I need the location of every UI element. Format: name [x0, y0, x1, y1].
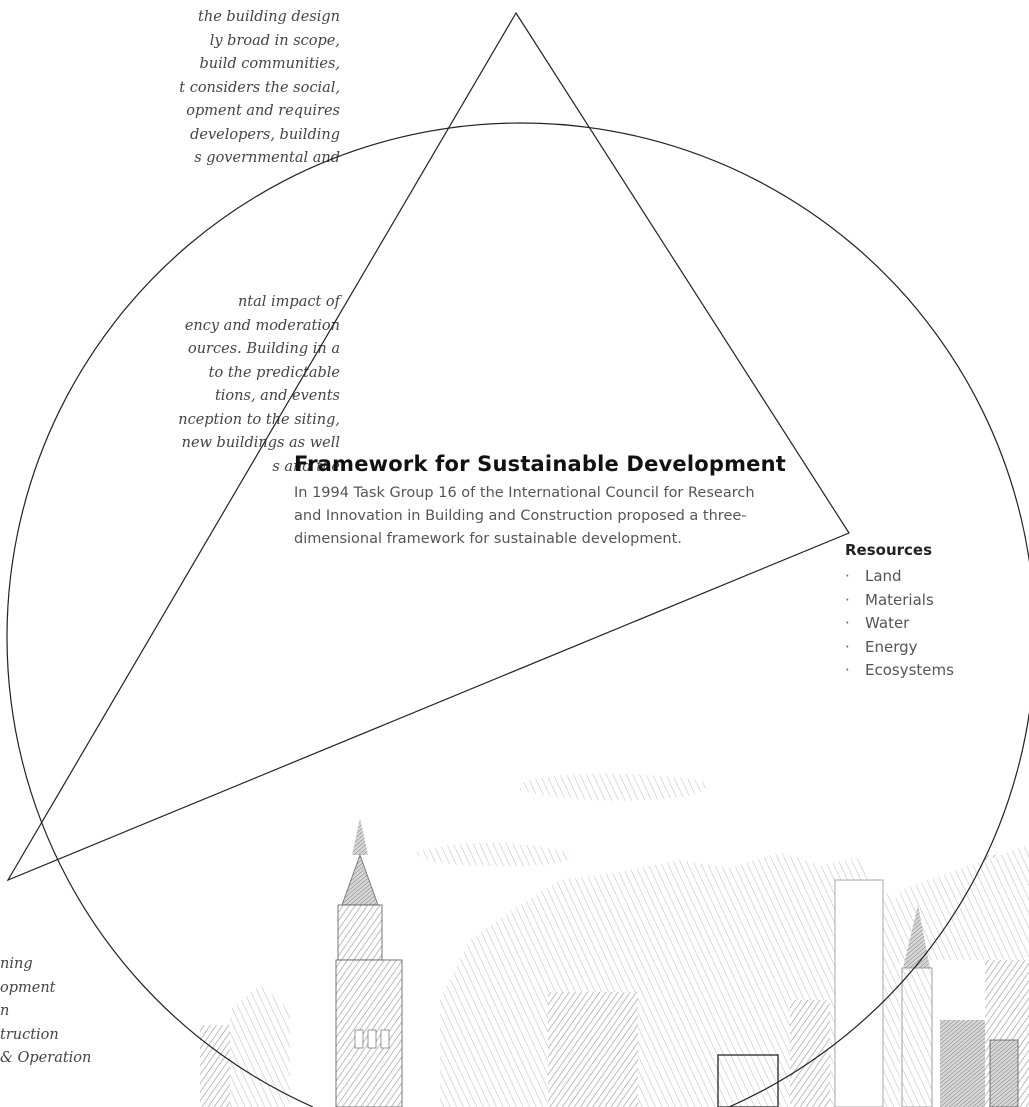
text-line: the building design — [198, 9, 340, 25]
resource-label: Land — [865, 567, 902, 585]
resource-item-energy: · Energy — [845, 636, 1015, 660]
text-line: developers, building — [190, 126, 340, 143]
description-line: In 1994 Task Group 16 of the Internation… — [294, 485, 755, 501]
bullet-icon: · — [845, 637, 850, 656]
list-item: opment — [0, 979, 56, 996]
bottom-left-list: ning opment n truction & Operation — [0, 953, 140, 1071]
resource-item-materials: · Materials — [845, 589, 1015, 613]
text-line: t considers the social, — [179, 79, 340, 96]
resource-item-water: · Water — [845, 612, 1015, 636]
text-line: ources. Building in a — [187, 341, 340, 357]
text-line: opment and requires — [186, 103, 340, 119]
resource-label: Water — [865, 614, 910, 632]
bullet-icon: · — [845, 614, 850, 632]
list-item: & Operation — [0, 1050, 92, 1066]
description-line: dimensional framework for sustainable de… — [294, 531, 682, 547]
resource-label: Materials — [865, 590, 934, 609]
list-item: ning — [0, 956, 33, 972]
text-line: s governmental and — [194, 150, 340, 166]
list-item: n — [0, 1003, 10, 1019]
description-line: and Innovation in Building and Construct… — [294, 508, 747, 524]
resource-label: Ecosystems — [865, 661, 954, 679]
text-line: new buildings as well — [181, 435, 340, 451]
resource-label: Energy — [865, 637, 918, 656]
text-line: ntal impact of — [237, 294, 340, 310]
framework-circle — [6, 122, 1029, 1107]
text-line: nception to the siting, — [178, 411, 340, 428]
city-skyline-sketch — [200, 773, 1029, 1107]
bullet-icon: · — [845, 590, 850, 609]
resource-item-land: · Land — [845, 565, 1015, 589]
framework-title: Framework for Sustainable Development — [294, 452, 787, 476]
bullet-icon: · — [845, 661, 850, 679]
bullet-icon: · — [845, 567, 850, 585]
framework-description: In 1994 Task Group 16 of the Internation… — [294, 482, 854, 551]
list-item: truction — [0, 1026, 59, 1043]
resources-list: Resources · Land · Materials · Water · Energ… — [845, 541, 1015, 683]
text-line: s and the — [272, 458, 340, 475]
left-paragraph-1: the building design ly broad in scope, b… — [0, 6, 340, 171]
resource-item-ecosystems: · Ecosystems — [845, 659, 1015, 683]
text-line: ency and moderation — [184, 317, 340, 334]
text-line: tions, and events — [214, 388, 340, 404]
resources-heading: Resources — [845, 541, 933, 559]
text-line: build communities, — [199, 56, 340, 72]
text-line: ly broad in scope, — [209, 32, 340, 49]
framework-triangle — [6, 11, 850, 882]
